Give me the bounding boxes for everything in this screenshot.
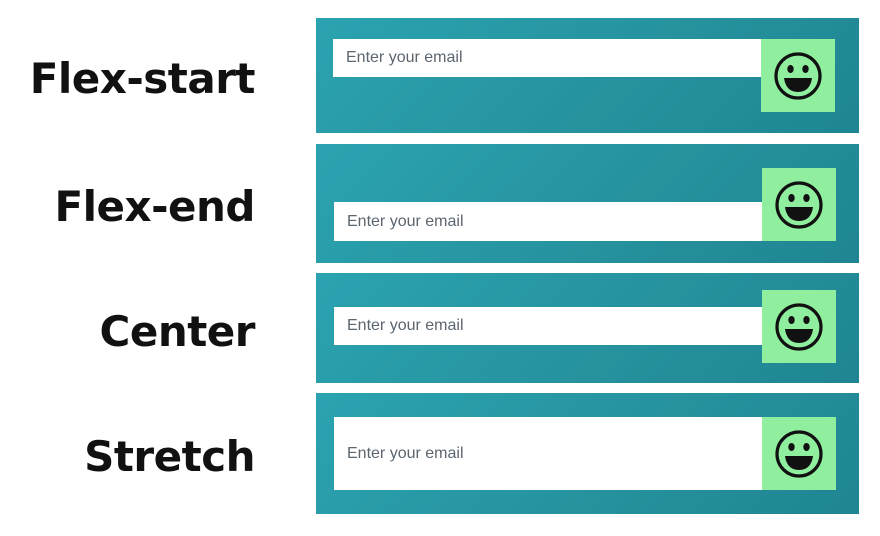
email-input[interactable] <box>333 39 763 77</box>
smiley-button[interactable] <box>762 168 836 241</box>
email-input[interactable] <box>334 307 764 345</box>
demo-panel-flex-end <box>316 144 859 263</box>
row-label-stretch: Stretch <box>84 432 255 481</box>
row-label-flex-end: Flex-end <box>54 182 255 231</box>
smiley-face-icon <box>775 180 823 229</box>
smiley-face-icon <box>775 429 823 478</box>
row-label-flex-start: Flex-start <box>29 54 256 103</box>
smiley-face-icon <box>775 302 823 351</box>
email-input[interactable] <box>334 202 764 241</box>
smiley-button[interactable] <box>762 417 836 490</box>
demo-panel-flex-start <box>316 18 859 133</box>
row-label-center: Center <box>99 307 256 356</box>
smiley-button[interactable] <box>761 39 835 112</box>
email-input[interactable] <box>334 417 764 490</box>
demo-panel-center <box>316 273 859 383</box>
demo-panel-stretch <box>316 393 859 514</box>
smiley-face-icon <box>774 51 822 100</box>
smiley-button[interactable] <box>762 290 836 363</box>
